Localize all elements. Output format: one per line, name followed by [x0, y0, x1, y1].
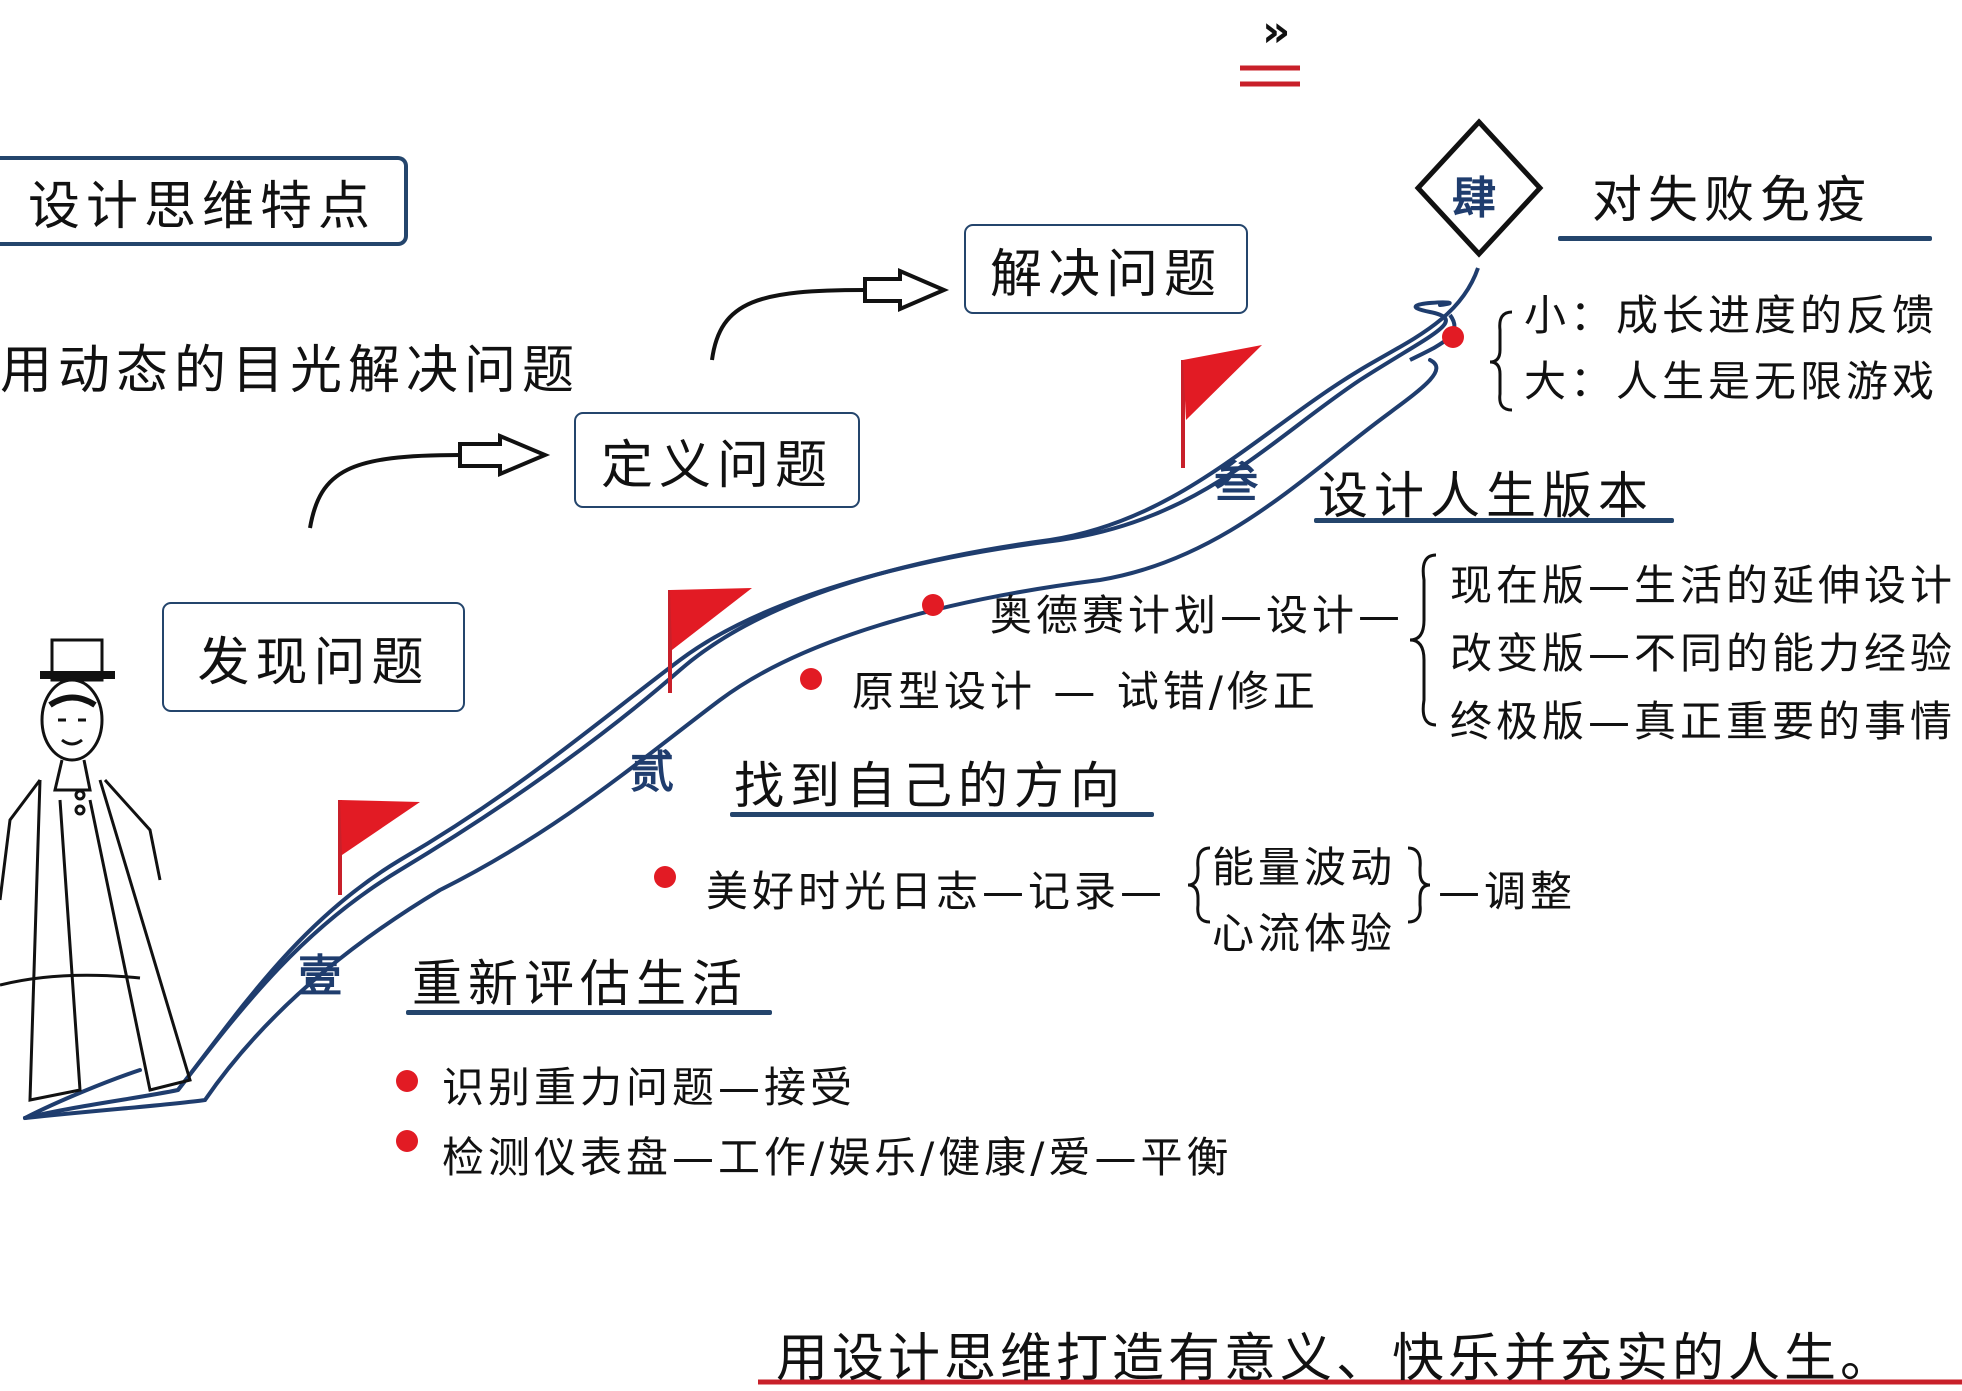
title-box: 设计思维特点 [0, 156, 408, 246]
brace-step2-left [1187, 846, 1211, 924]
flag-2 [668, 588, 752, 693]
flag-1 [338, 800, 420, 895]
step1-underline [406, 1010, 772, 1015]
flag-3 [1181, 345, 1262, 468]
step3-item-1: 奥德赛计划—设计— [990, 591, 1405, 640]
brace-step3 [1409, 553, 1437, 727]
step3-version-1: 现在版—生活的延伸设计 [1450, 561, 1957, 610]
bullet-dot [654, 866, 676, 888]
step2-number: 贰 [630, 747, 674, 798]
brace-step2-right [1407, 846, 1431, 924]
step2-underline [730, 812, 1154, 817]
road-edges [176, 267, 1480, 1092]
arrow-define-to-solve [710, 267, 950, 361]
person-figure [0, 638, 192, 1102]
bullet-dot [922, 594, 944, 616]
bullet-dot [396, 1070, 418, 1092]
arrow-discover-to-define [308, 432, 551, 529]
step3-item-2: 原型设计 — 试错/修正 [852, 667, 1319, 716]
step1-item-2: 检测仪表盘—工作/娱乐/健康/爱—平衡 [442, 1133, 1233, 1182]
top-double-line [1240, 65, 1300, 87]
step2-brace-item-2: 心流体验 [1212, 909, 1397, 958]
step1-item-1: 识别重力问题—接受 [442, 1063, 857, 1112]
top-mark: » [1262, 6, 1291, 57]
footer-slogan: 用设计思维打造有意义、快乐并充实的人生。 [776, 1329, 1897, 1389]
step3-version-3: 终极版—真正重要的事情 [1450, 697, 1957, 746]
step4-title: 对失败免疫 [1592, 171, 1872, 229]
step4-underline [1558, 236, 1932, 241]
step4-item-1: 小：成长进度的反馈 [1524, 291, 1939, 340]
step4-diamond [1414, 118, 1544, 258]
step2-item-prefix: 美好时光日志—记录— [706, 867, 1167, 916]
step4-item-2: 大：人生是无限游戏 [1524, 357, 1939, 406]
step3-title: 设计人生版本 [1318, 467, 1654, 525]
stage-discover-box: 发现问题 [162, 602, 465, 712]
step2-title: 找到自己的方向 [734, 757, 1126, 815]
step2-brace-item-1: 能量波动 [1212, 843, 1397, 892]
step1-number: 壹 [298, 951, 342, 1002]
bullet-dot [1442, 326, 1464, 348]
subtitle: 用动态的目光解决问题 [0, 341, 581, 401]
step2-item-suffix: —调整 [1438, 867, 1577, 916]
step3-underline [1314, 518, 1674, 523]
stage-solve-box: 解决问题 [964, 224, 1248, 314]
bullet-dot [800, 668, 822, 690]
step4-number: 肆 [1452, 173, 1496, 224]
stage-define-box: 定义问题 [574, 412, 860, 508]
brace-step4 [1489, 310, 1513, 412]
step3-version-2: 改变版—不同的能力经验 [1450, 629, 1957, 678]
step1-title: 重新评估生活 [412, 955, 748, 1013]
bullet-dot [396, 1130, 418, 1152]
step3-number: 叁 [1214, 457, 1258, 508]
